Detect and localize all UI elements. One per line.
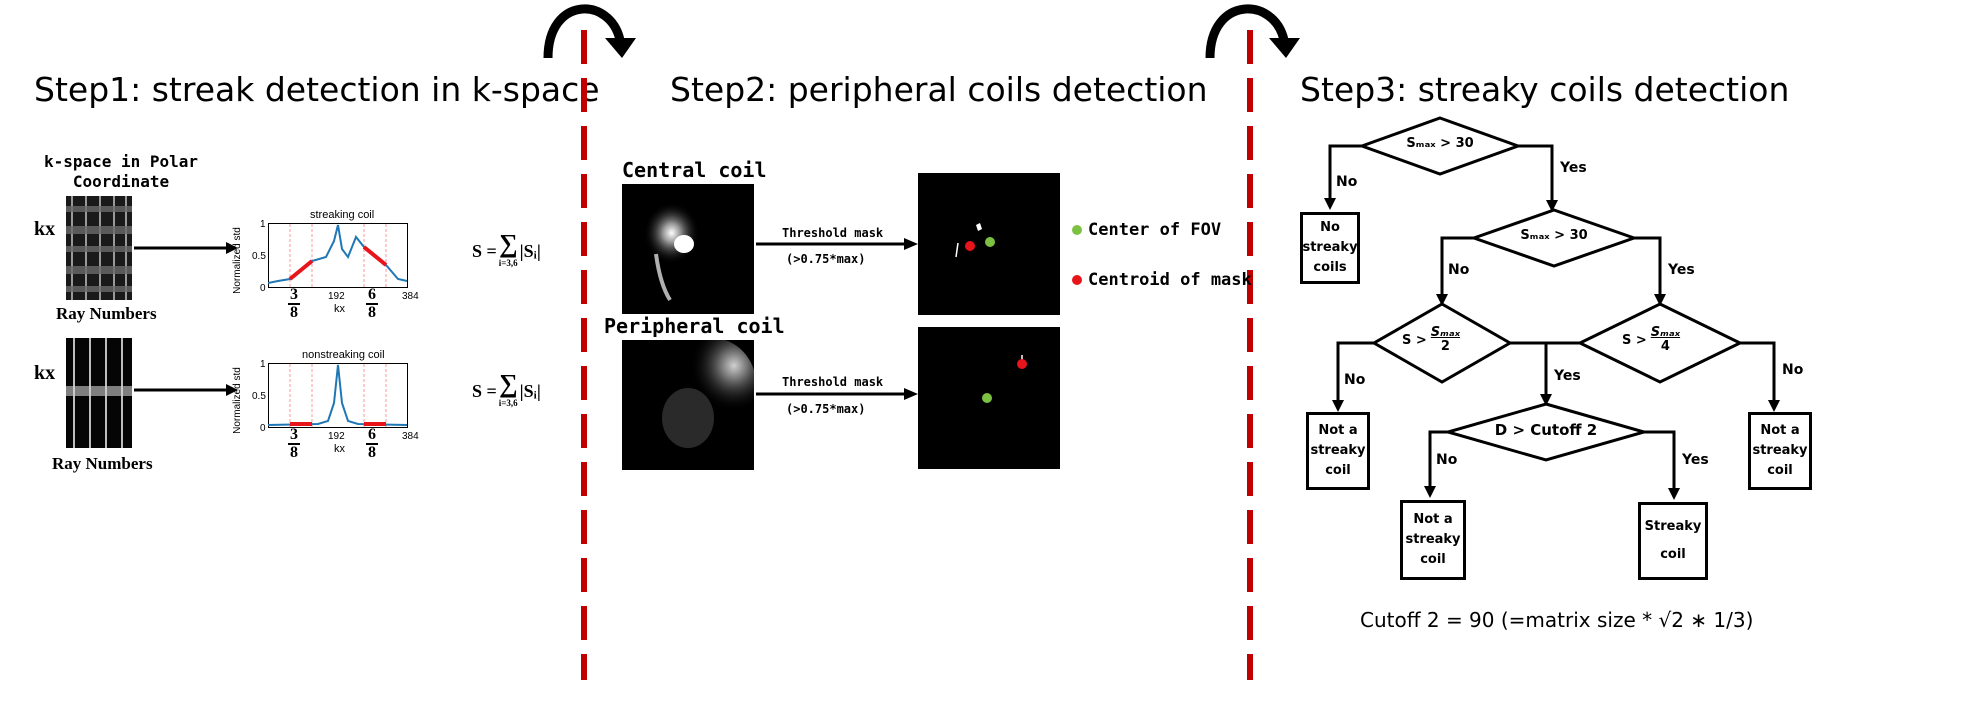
central-coil-label: Central coil xyxy=(622,158,767,182)
kspace-image-bottom xyxy=(66,338,132,448)
mask-image-central xyxy=(918,173,1060,315)
centroid-dot-peripheral xyxy=(1017,359,1027,369)
plot-top-tick-1: 1 xyxy=(260,219,266,230)
d4-no-label: No xyxy=(1782,362,1804,378)
formula-bottom: S = ∑ i=3,6 |Sᵢ| xyxy=(472,369,541,409)
d1-yes-label: Yes xyxy=(1560,160,1587,176)
diamond-5 xyxy=(1442,402,1650,462)
plot-bottom-tick-384: 384 xyxy=(402,431,419,442)
center-dot-peripheral xyxy=(982,393,992,403)
d3-no-label: No xyxy=(1344,372,1366,388)
plot-top-tick-05: 0.5 xyxy=(252,251,266,262)
central-coil-image xyxy=(622,184,754,314)
plot-top-frac-6-8: 6 8 xyxy=(366,286,378,321)
plot-bottom-tick-192: 192 xyxy=(328,431,345,442)
plot-top-tick-192: 192 xyxy=(328,291,345,302)
d2-no-label: No xyxy=(1448,262,1470,278)
diamond-2 xyxy=(1469,208,1639,268)
plot-top-frac-3-8: 3 8 xyxy=(288,286,300,321)
plot-bottom-tick-1: 1 xyxy=(260,359,266,370)
box-not-streaky-2: Not a streaky coil xyxy=(1748,412,1812,490)
diamond-5-text: D > Cutoff 2 xyxy=(1494,421,1598,439)
legend-centroid: Centroid of mask xyxy=(1072,270,1252,290)
diamond-1-text: Sₘₐₓ > 30 xyxy=(1406,136,1474,151)
plot-bottom-tick-05: 0.5 xyxy=(252,391,266,402)
step3-title: Step3: streaky coils detection xyxy=(1300,70,1790,109)
diamond-4 xyxy=(1576,302,1744,384)
plot-bottom-axes xyxy=(268,363,408,428)
plot-nonstreaking: nonstreaking coil Normalized std 1 0.5 0… xyxy=(230,349,440,469)
plot-bottom-title: nonstreaking coil xyxy=(302,349,385,361)
kspace-image-top xyxy=(66,196,132,300)
formula-top: S = ∑ i=3,6 |Sᵢ| xyxy=(472,229,541,269)
plot-top-title: streaking coil xyxy=(310,209,375,221)
diamond-3-text: S > Sₘₐₓ 2 xyxy=(1402,325,1461,354)
ray-numbers-bottom: Ray Numbers xyxy=(52,454,153,473)
cutoff-note: Cutoff 2 = 90 (=matrix size * √2 ∗ 1/3) xyxy=(1360,608,1754,632)
ray-numbers-top: Ray Numbers xyxy=(56,304,157,323)
plot-bottom-frac-3-8: 3 8 xyxy=(288,426,300,461)
kx-label-top: kx xyxy=(34,218,56,240)
diamond-4-text: S > Sₘₐₓ 4 xyxy=(1622,325,1681,354)
center-dot-central xyxy=(985,237,995,247)
threshold-label-bottom: Threshold mask xyxy=(782,375,884,389)
plot-bottom-xlabel: kx xyxy=(334,443,345,455)
plot-bottom-frac-6-8: 6 8 xyxy=(366,426,378,461)
threshold-label-top: Threshold mask xyxy=(782,226,884,240)
green-dot-icon xyxy=(1072,225,1082,235)
diamond-3 xyxy=(1370,302,1514,384)
plot-streaking: streaking coil Normalized std 1 0.5 0 19… xyxy=(230,207,440,327)
threshold-value-top: (>0.75*max) xyxy=(786,252,866,266)
plot-top-xlabel: kx xyxy=(334,303,345,315)
peripheral-coil-label: Peripheral coil xyxy=(604,314,785,338)
legend-center-fov: Center of FOV xyxy=(1072,220,1221,240)
box-no-streaky-coils: No streaky coils xyxy=(1300,212,1360,284)
plot-top-axes xyxy=(268,223,408,288)
peripheral-coil-image xyxy=(622,338,756,470)
centroid-dot-central xyxy=(965,241,975,251)
plot-top-tick-384: 384 xyxy=(402,291,419,302)
diamond-1 xyxy=(1357,116,1523,176)
d5-yes-label: Yes xyxy=(1682,452,1709,468)
box-not-streaky-3: Not a streaky coil xyxy=(1400,500,1466,580)
mask-image-peripheral xyxy=(918,327,1060,469)
box-streaky-coil: Streaky coil xyxy=(1638,502,1708,580)
curved-arrow-1 xyxy=(543,4,625,59)
threshold-arrows xyxy=(756,238,918,400)
red-dot-icon xyxy=(1072,275,1082,285)
curved-arrow-2 xyxy=(1205,4,1289,59)
d1-no-label: No xyxy=(1336,174,1358,190)
kx-label-bottom: kx xyxy=(34,362,56,384)
threshold-value-bottom: (>0.75*max) xyxy=(786,402,866,416)
d5-no-label: No xyxy=(1436,452,1458,468)
diamond-2-text: Sₘₐₓ > 30 xyxy=(1520,228,1588,243)
d2-yes-label: Yes xyxy=(1668,262,1695,278)
kspace-label: k-space in Polar Coordinate xyxy=(43,152,199,191)
step1-title: Step1: streak detection in k-space xyxy=(34,70,600,109)
plot-bottom-tick-0: 0 xyxy=(260,423,266,434)
plot-top-tick-0: 0 xyxy=(260,283,266,294)
step2-title: Step2: peripheral coils detection xyxy=(670,70,1208,109)
step1-arrows xyxy=(134,242,238,396)
box-not-streaky-1: Not a streaky coil xyxy=(1306,412,1370,490)
junction-yes-label: Yes xyxy=(1554,368,1581,384)
